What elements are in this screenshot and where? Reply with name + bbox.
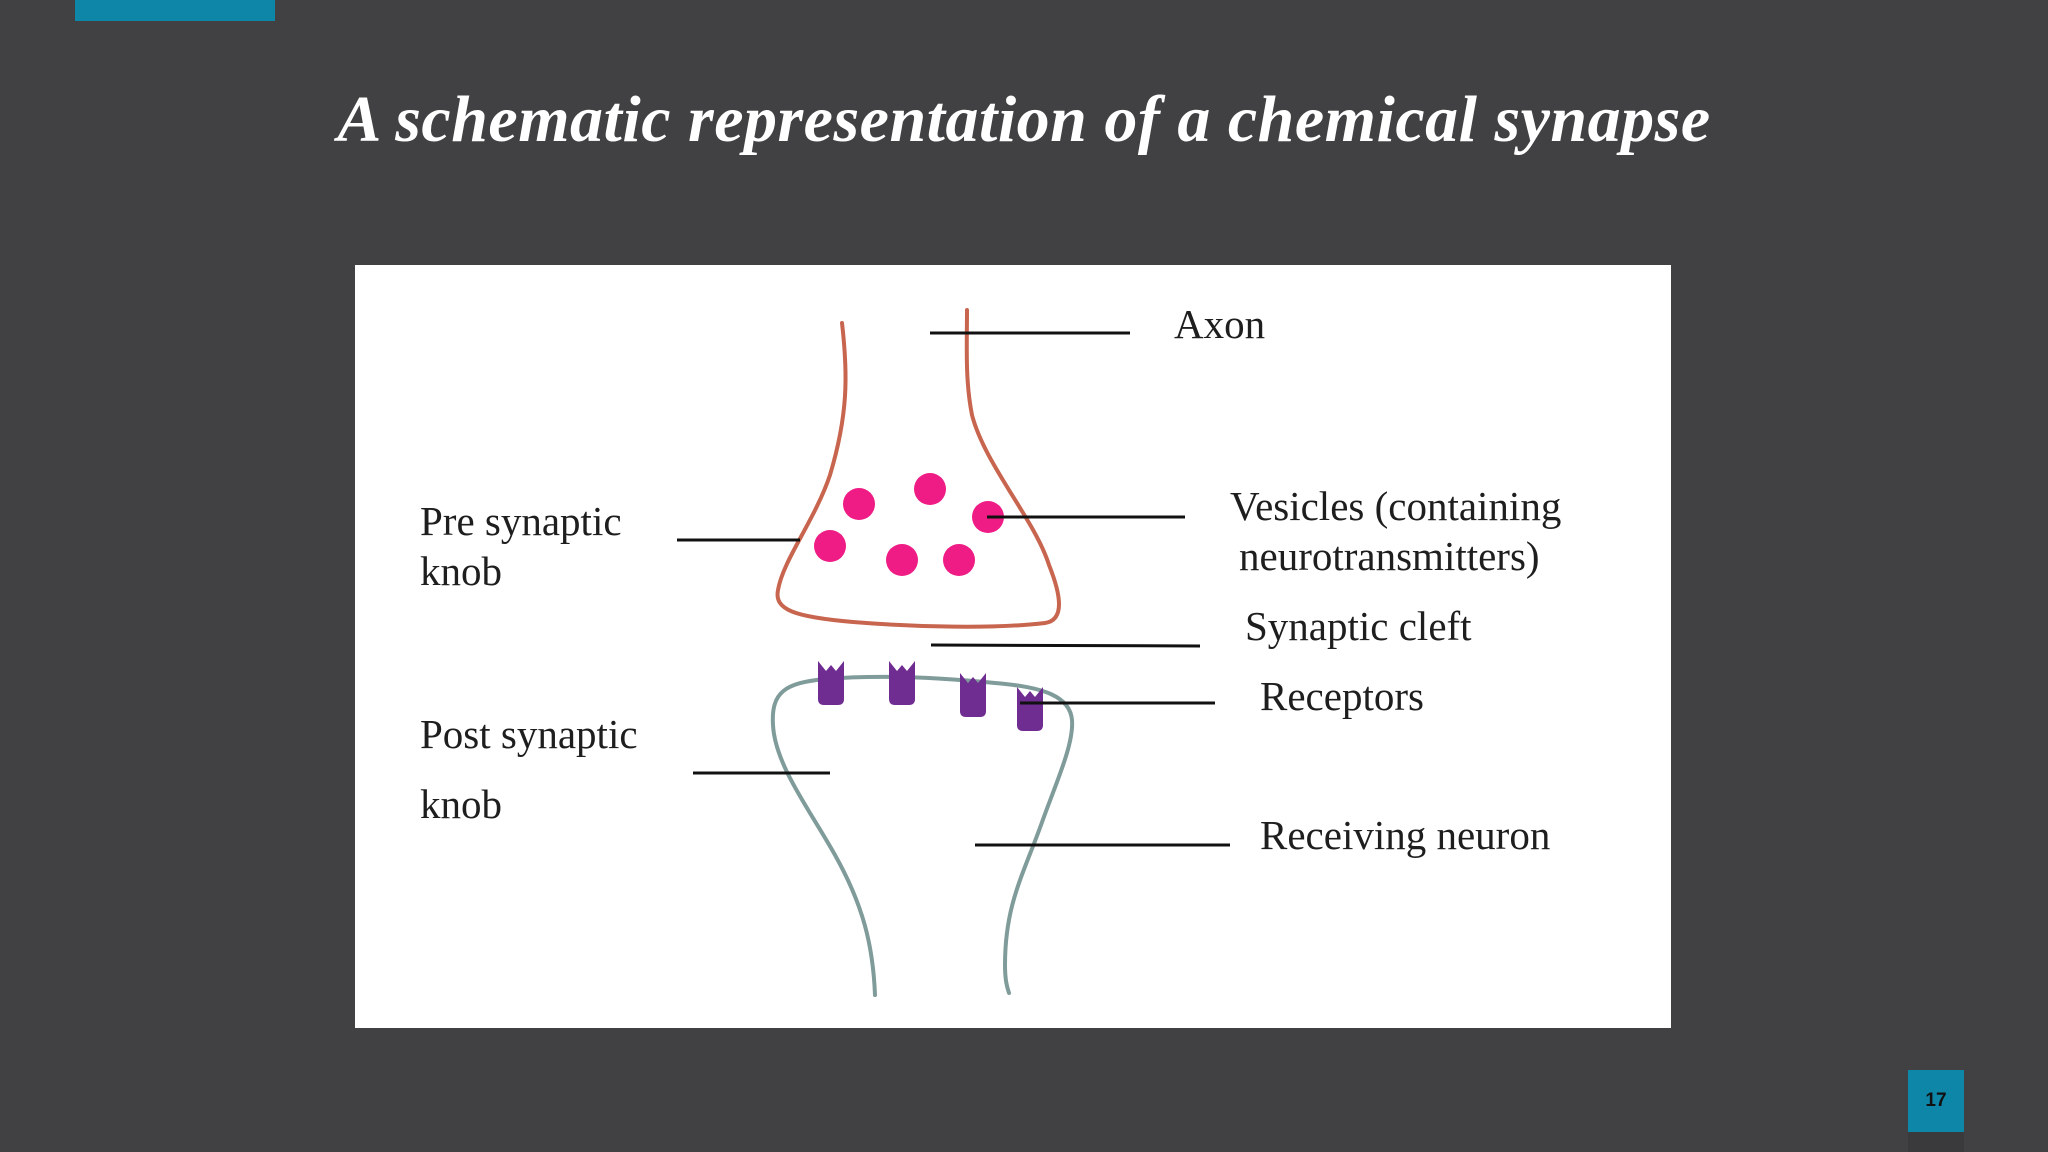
synaptic-cleft-label: Synaptic cleft	[1245, 603, 1472, 649]
vesicle	[843, 488, 875, 520]
vesicle	[814, 530, 846, 562]
postsynaptic-knob-label-line2: knob	[420, 781, 502, 827]
page-number-badge: 17	[1908, 1070, 1964, 1132]
synapse-diagram: Axon Pre synaptic knob Vesicles (contain…	[355, 265, 1671, 1028]
page-badge-shadow	[1908, 1132, 1964, 1152]
receiving-neuron-label: Receiving neuron	[1260, 812, 1551, 858]
axon-label: Axon	[1174, 301, 1266, 347]
presynaptic-knob-label-line2: knob	[420, 548, 502, 594]
receptor	[1017, 687, 1043, 731]
receptors-label: Receptors	[1260, 673, 1424, 719]
vesicles-label-line1: Vesicles (containing	[1230, 483, 1562, 529]
vesicles-label-line2: neurotransmitters)	[1239, 533, 1540, 579]
presynaptic-knob-label-line1: Pre synaptic	[420, 498, 622, 544]
postsynaptic-knob-label-line1: Post synaptic	[420, 711, 638, 757]
presynaptic-knob-outline	[775, 308, 1061, 629]
vesicle	[886, 544, 918, 576]
synapse-diagram-svg	[677, 308, 1230, 997]
receptor	[889, 661, 915, 705]
synaptic-cleft-leader-line	[930, 643, 1201, 648]
slide-title: A schematic representation of a chemical…	[337, 83, 1711, 156]
vesicle	[943, 544, 975, 576]
accent-bar	[75, 0, 275, 21]
receptor	[818, 661, 844, 705]
vesicle	[914, 473, 946, 505]
receptor	[960, 673, 986, 717]
page-number: 17	[1925, 1090, 1947, 1111]
